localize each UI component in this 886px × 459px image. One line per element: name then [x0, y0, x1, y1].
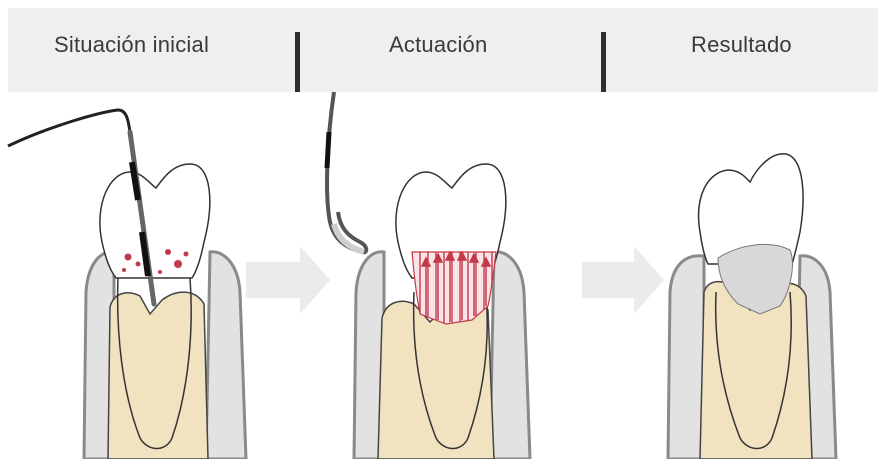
tooth-crown: [100, 164, 210, 278]
step-label-action: Actuación: [389, 32, 487, 58]
step-label-result: Resultado: [691, 32, 792, 58]
alveolar-bone: [378, 297, 494, 459]
step-header: Situación inicial Actuación Resultado: [8, 8, 878, 92]
step-label-initial: Situación inicial: [54, 32, 209, 58]
curette-instrument: [327, 92, 366, 252]
diagram-stage: [0, 92, 886, 459]
transition-arrow-1: [246, 246, 330, 314]
panel-initial: [8, 110, 246, 459]
panel-result: [668, 154, 836, 459]
panel-action: [327, 92, 530, 459]
step-divider-1: [295, 32, 300, 92]
step-divider-2: [601, 32, 606, 92]
transition-arrow-2: [582, 246, 664, 314]
